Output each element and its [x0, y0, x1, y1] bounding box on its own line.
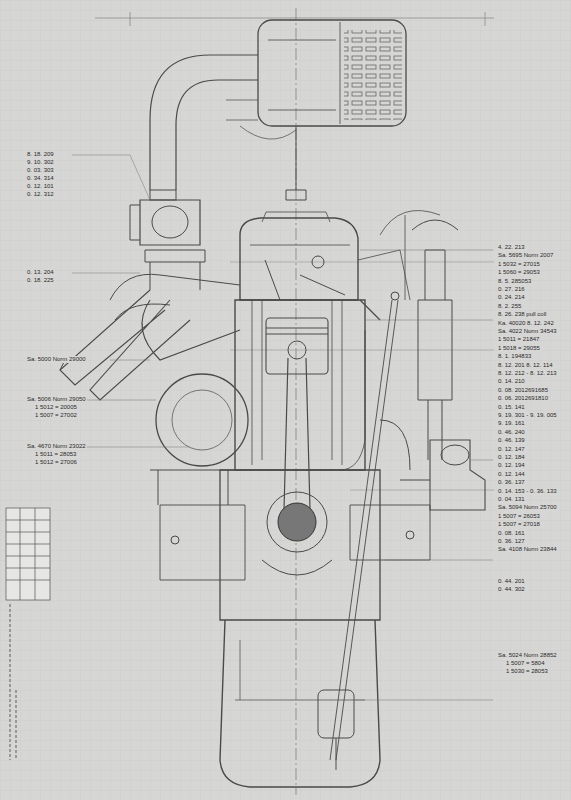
part-number: 0. 44. 302 — [497, 586, 526, 593]
part-number: Sa. 4022 Norm 34543 — [497, 328, 558, 335]
part-number: 8. 26. 238 pull coll — [497, 311, 547, 318]
engine-section — [60, 8, 494, 795]
part-number: 0. 12. 184 — [497, 454, 526, 461]
part-number: Sa. 5006 Norm 29050 — [26, 396, 87, 403]
part-number: 0. 14. 153 - 0. 36. 133 — [497, 488, 558, 495]
part-number: 9. 10. 302 — [26, 159, 55, 166]
part-number: 1 5011 = 21847 — [497, 336, 540, 343]
part-number: 0. 12. 147 — [497, 446, 526, 453]
part-number: 1 5012 = 20005 — [34, 404, 78, 411]
part-number: 0. 08. 161 — [497, 530, 526, 537]
part-number: 0. 12. 101 — [26, 183, 55, 190]
part-number: 8. 2. 255 — [497, 303, 522, 310]
part-number: 0. 18. 225 — [26, 277, 55, 284]
part-number: 1 5007 = 27018 — [497, 521, 541, 528]
part-number: 0. 12. 312 — [26, 191, 55, 198]
part-number: Sa. 5094 Norm 25700 — [497, 504, 558, 511]
part-number: 0. 27. 216 — [497, 286, 526, 293]
part-number: 0. 24. 214 — [497, 294, 526, 301]
part-number: Sa. 4108 Norm 23844 — [497, 546, 558, 553]
part-number: Ka. 40020 8. 12. 242 — [497, 320, 555, 327]
part-number: 8. 1. 194833 — [497, 353, 532, 360]
part-number: 0. 13. 204 — [26, 269, 55, 276]
part-number: 0. 12. 194 — [497, 462, 526, 469]
part-number: 1 5007 = 26053 — [497, 513, 541, 520]
part-number: 0. 46. 240 — [497, 429, 526, 436]
part-number: 1 5011 = 28053 — [34, 451, 77, 458]
part-number: 0. 15. 141 — [497, 404, 526, 411]
part-number: 4. 22. 213 — [497, 244, 526, 251]
part-number: 1 5012 = 27006 — [34, 459, 78, 466]
part-number: Sa. 4670 Norm 23022 — [26, 443, 87, 450]
part-number: 0. 08. 2012691685 — [497, 387, 549, 394]
part-number: Sa. 5000 Norm 29000 — [26, 356, 87, 363]
part-number: 8. 5. 285053 — [497, 278, 532, 285]
part-number: 1 5007 = 5804 — [505, 660, 546, 667]
part-number: 0. 14. 210 — [497, 378, 526, 385]
part-number: Sa. 5024 Norm 28852 — [497, 652, 558, 659]
part-number: 0. 06. 2012691810 — [497, 395, 549, 402]
part-number: 1 5032 = 27015 — [497, 261, 541, 268]
part-number: 8. 12. 212 - 8. 12. 213 — [497, 370, 558, 377]
part-number: 0. 03. 303 — [26, 167, 55, 174]
part-number: 0. 04. 131 — [497, 496, 526, 503]
part-number: 0. 36. 137 — [497, 479, 526, 486]
part-number: 0. 12. 144 — [497, 471, 526, 478]
part-number: 1 5030 = 28053 — [505, 668, 549, 675]
part-number: 0. 46. 139 — [497, 437, 526, 444]
part-number: 9. 19. 301 - 9. 19. 005 — [497, 412, 558, 419]
part-number: 1 5018 = 29055 — [497, 345, 541, 352]
part-number: 8. 18. 209 — [26, 151, 55, 158]
part-number: 8. 12. 201 8. 12. 114 — [497, 362, 554, 369]
part-number: 0. 44. 201 — [497, 578, 526, 585]
part-number: 9. 19. 161 — [497, 420, 526, 427]
part-number: 0. 34. 314 — [26, 175, 55, 182]
title-block — [6, 508, 50, 760]
part-number: 1 5060 = 29053 — [497, 269, 541, 276]
part-number: 1 5007 = 27002 — [34, 412, 78, 419]
part-number: Sa. 5695 Norm 2007 — [497, 252, 554, 259]
part-number: 0. 36. 127 — [497, 538, 526, 545]
